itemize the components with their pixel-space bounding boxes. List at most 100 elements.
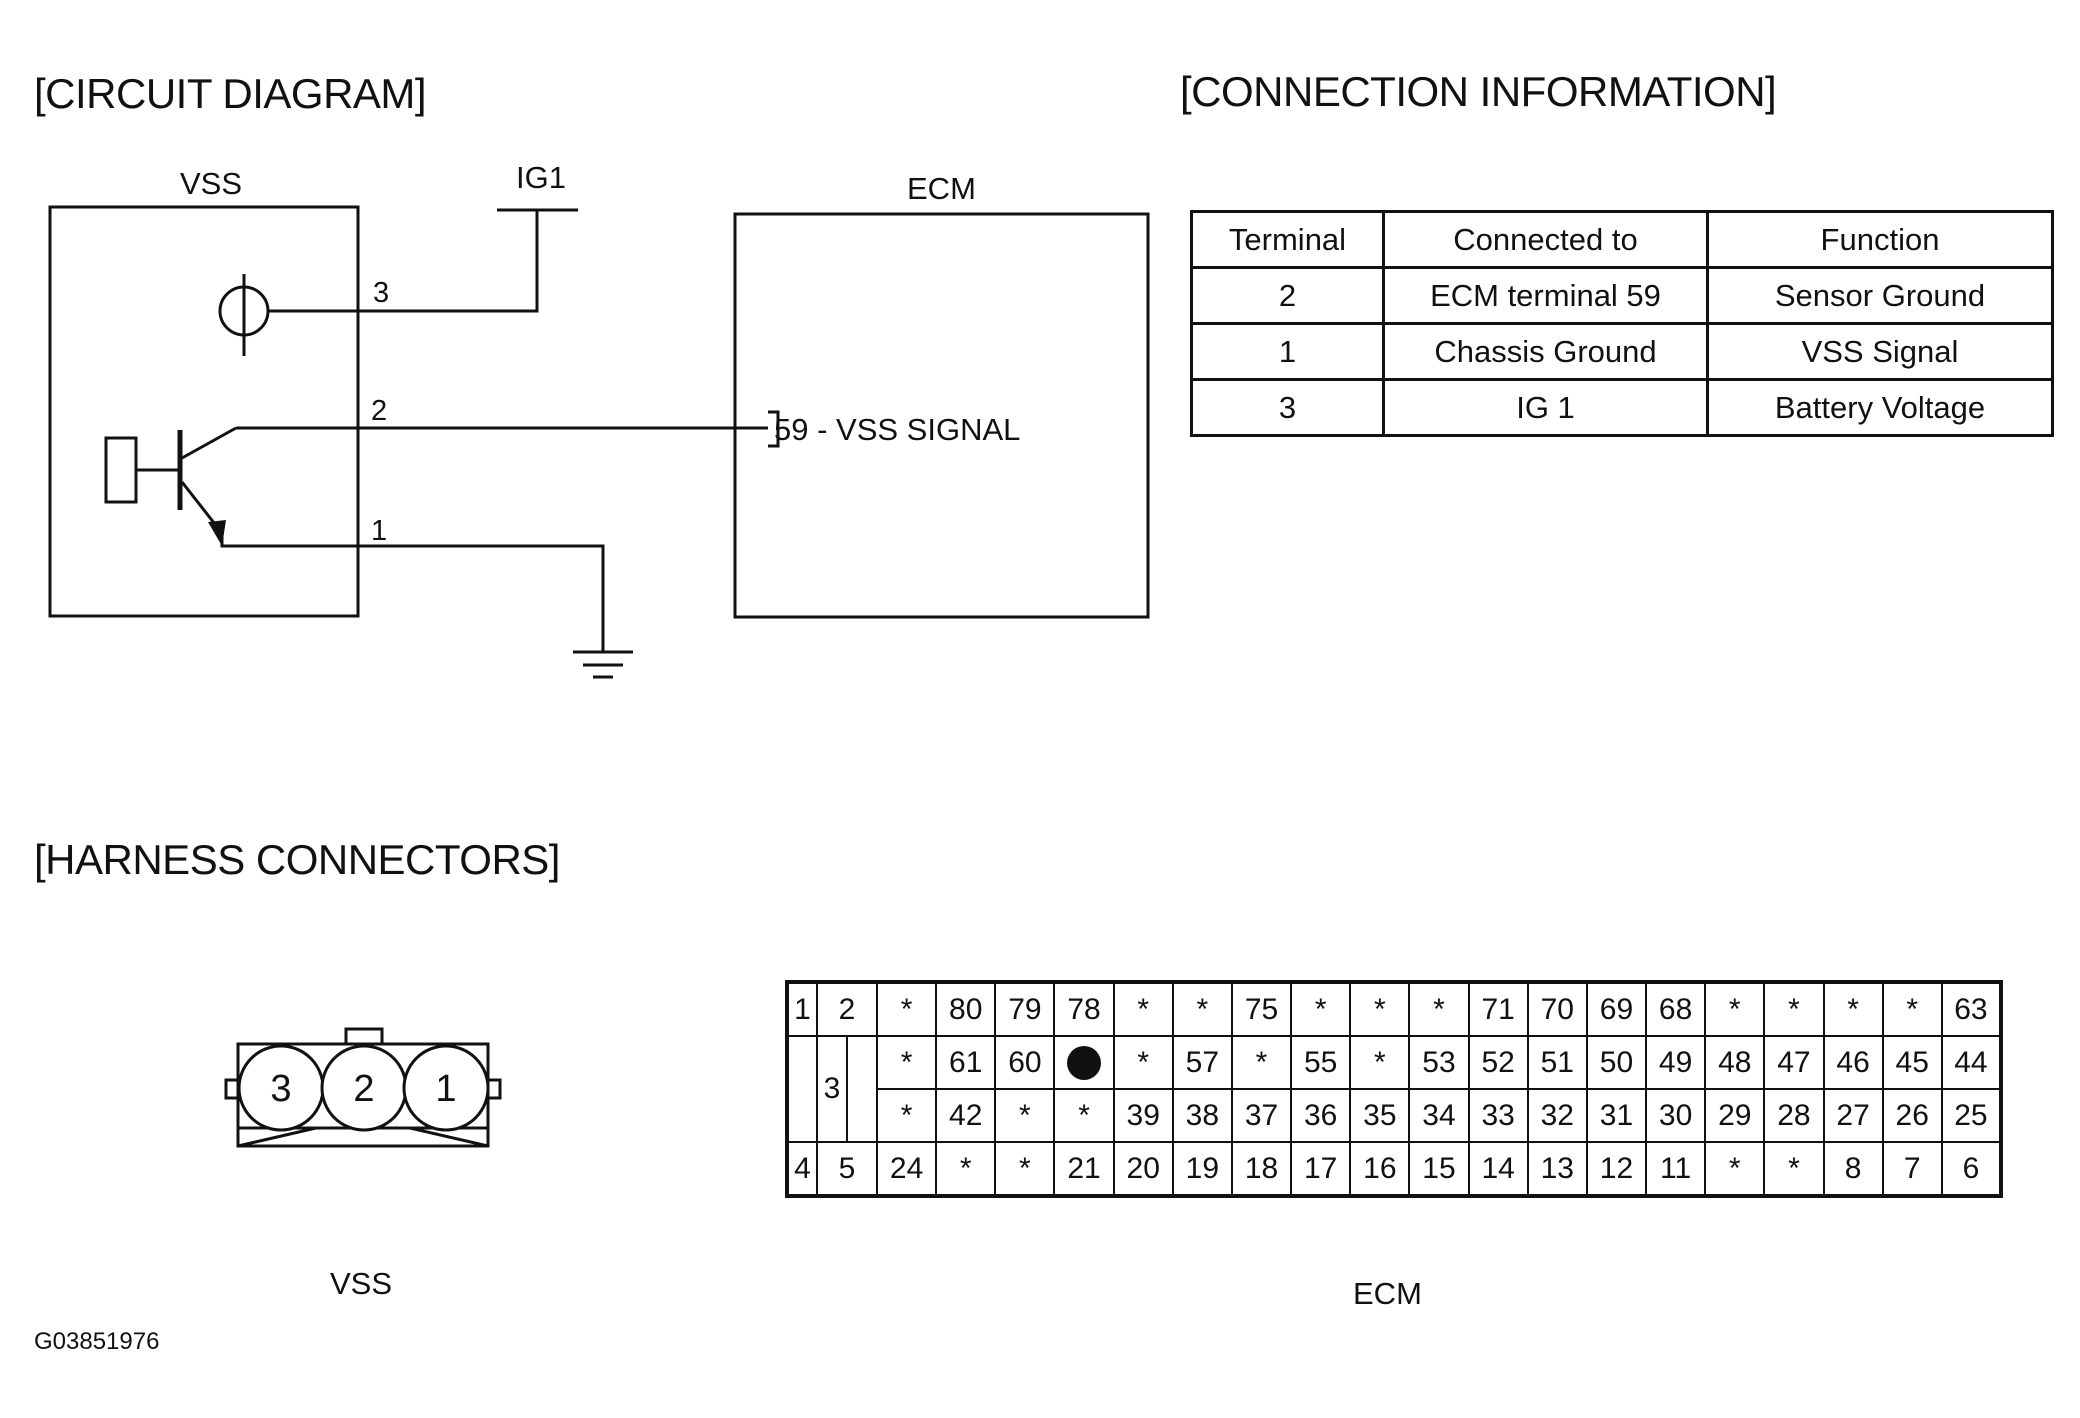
ecm-pin-unused: * (1881, 981, 1943, 1037)
ecm-pin-unused: * (1349, 1035, 1411, 1090)
ecm-pin-cell: 32 (1526, 1088, 1588, 1143)
ecm-pin-cell: 44 (1940, 1035, 2003, 1090)
ecm-pin-cell: 47 (1763, 1035, 1825, 1090)
ecm-pin-unused: * (875, 981, 938, 1037)
ecm-pin-cell: 60 (994, 1035, 1056, 1090)
ground-symbol (573, 650, 633, 679)
ecm-pin-cell: 29 (1704, 1088, 1766, 1143)
header-terminal: Terminal (1190, 210, 1385, 269)
ecm-pin-cell: 51 (1526, 1035, 1588, 1090)
harness-connectors-title: [HARNESS CONNECTORS] (34, 836, 560, 883)
ecm-label: ECM (907, 171, 976, 206)
ecm-pin-cell: 31 (1585, 1088, 1648, 1143)
ecm-pin-cell: 78 (1053, 981, 1115, 1037)
ecm-pin-cell: 21 (1053, 1141, 1115, 1197)
ecm-pin-cell: 35 (1349, 1088, 1411, 1143)
ecm-pin-unused: * (875, 1035, 938, 1090)
cell-terminal: 2 (1190, 266, 1385, 325)
ecm-pin-cell: 49 (1645, 1035, 1707, 1090)
ecm-pin-cell: 53 (1408, 1035, 1470, 1090)
ecm-pin-cell: 42 (935, 1088, 997, 1143)
vss-pin-1 (402, 1044, 490, 1132)
cell-terminal: 1 (1190, 322, 1385, 381)
pin1-label: 1 (371, 515, 387, 547)
vss-pin-2-label: 2 (353, 1068, 374, 1110)
ecm-pin-unused: * (935, 1141, 997, 1197)
ecm-pin-cell: 36 (1290, 1088, 1352, 1143)
ecm-pin-unused: * (1053, 1088, 1115, 1143)
figure-id: G03851976 (34, 1328, 160, 1355)
pin2-label: 2 (371, 395, 387, 427)
transistor-symbol (104, 426, 237, 529)
ecm-pin-cell: 8 (1822, 1141, 1884, 1197)
ecm-signal-label: 59 - VSS SIGNAL (774, 412, 1020, 447)
ecm-pin-cell: 18 (1230, 1141, 1293, 1197)
ecm-pin-cell: 39 (1112, 1088, 1174, 1143)
ecm-empty-cell (786, 1035, 818, 1143)
vss-label: VSS (180, 166, 242, 201)
ecm-pin-cell: 79 (994, 981, 1056, 1037)
table-row: 2 ECM terminal 59 Sensor Ground (1190, 266, 2054, 325)
ecm-pin-cell: 63 (1940, 981, 2003, 1037)
ecm-pin-unused: * (1763, 981, 1825, 1037)
ecm-pin-cell: 13 (1526, 1141, 1588, 1197)
cell-function: Sensor Ground (1706, 266, 2054, 325)
ecm-pin-cell: 70 (1526, 981, 1588, 1037)
ecm-pin-cell: 25 (1940, 1088, 2003, 1143)
ecm-pin-unused: * (1112, 1035, 1174, 1090)
ecm-pin-cell: 46 (1822, 1035, 1884, 1090)
ecm-pin-cell: 26 (1881, 1088, 1943, 1143)
wire-pin3-ig1 (268, 210, 539, 313)
ecm-pin-cell: 50 (1585, 1035, 1648, 1090)
ecm-pin-unused: * (1349, 981, 1411, 1037)
ecm-pin-cell: 45 (1881, 1035, 1943, 1090)
ecm-pin-cell: 20 (1112, 1141, 1174, 1197)
sensor-symbol (218, 274, 270, 356)
ecm-terminal-bracket (768, 410, 780, 448)
circuit-diagram-title: [CIRCUIT DIAGRAM] (34, 70, 427, 117)
ecm-pin-unused: * (1230, 1035, 1293, 1090)
ecm-pin-cell: 48 (1704, 1035, 1766, 1090)
vss-pin-1-label: 1 (435, 1068, 456, 1110)
ecm-box (733, 212, 1150, 619)
ecm-pin-dot-icon (1067, 1046, 1102, 1081)
vss-connector-label: VSS (330, 1266, 393, 1301)
ecm-connector-label: ECM (1353, 1276, 1422, 1311)
emitter-arrow (208, 520, 226, 546)
ecm-pin-cell: 52 (1467, 1035, 1529, 1090)
header-function: Function (1706, 210, 2054, 269)
ecm-pin-unused: * (1171, 981, 1233, 1037)
ecm-pin-unused: * (1290, 981, 1352, 1037)
ecm-pin-cell: 24 (875, 1141, 938, 1197)
ecm-pin-unused: * (1822, 981, 1884, 1037)
ecm-pin-unused: * (875, 1088, 938, 1143)
ecm-pin-cell: 3 (816, 1035, 848, 1143)
table-row: 1 Chassis Ground VSS Signal (1190, 322, 2054, 381)
ecm-pin-blank (1053, 1035, 1115, 1090)
ecm-pin-cell: 34 (1408, 1088, 1470, 1143)
ecm-pin-cell: 2 (816, 981, 878, 1036)
ecm-pin-cell: 38 (1171, 1088, 1233, 1143)
ecm-pin-cell: 15 (1408, 1141, 1470, 1197)
cell-function: VSS Signal (1706, 322, 2054, 381)
vss-box (48, 205, 360, 618)
ecm-pin-cell: 57 (1171, 1035, 1233, 1090)
ecm-pin-cell: 1 (786, 981, 818, 1036)
vss-pin-3-label: 3 (270, 1068, 291, 1110)
ecm-pin-unused: * (1112, 981, 1174, 1037)
ecm-pin-cell: 68 (1645, 981, 1707, 1037)
cell-terminal: 3 (1190, 378, 1385, 437)
ecm-pin-unused: * (1704, 1141, 1766, 1197)
cell-connected-to: IG 1 (1382, 378, 1709, 437)
ecm-empty-cell (846, 1035, 878, 1143)
ecm-pin-cell: 75 (1230, 981, 1293, 1037)
pin3-label: 3 (373, 277, 389, 309)
ecm-pin-cell: 33 (1467, 1088, 1529, 1143)
ecm-pin-cell: 19 (1171, 1141, 1233, 1197)
cell-connected-to: Chassis Ground (1382, 322, 1709, 381)
cell-connected-to: ECM terminal 59 (1382, 266, 1709, 325)
